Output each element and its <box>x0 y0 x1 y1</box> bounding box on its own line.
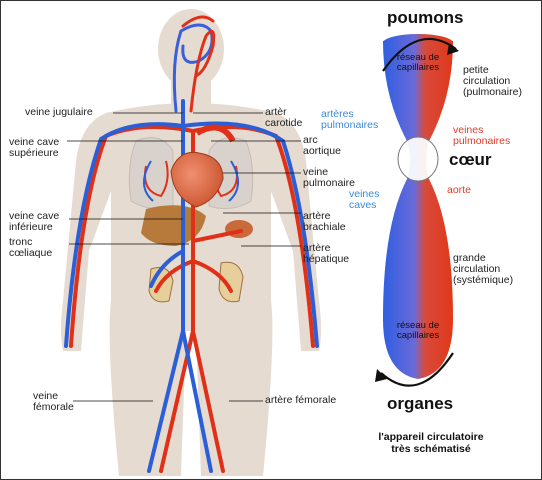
head-vessels <box>172 15 216 113</box>
label-aorte: aorte <box>447 184 471 196</box>
label-veine-cave-inferieure: veine cave inférieure <box>9 210 60 233</box>
label-grande-circulation: grande circulation (systémique) <box>453 252 514 286</box>
label-veine-femorale: veine fémorale <box>33 390 74 413</box>
heart <box>170 124 236 208</box>
label-veines-caves: veines caves <box>349 188 380 211</box>
label-artere-femorale: artère fémorale <box>265 394 337 406</box>
abdominal-organs <box>141 205 253 303</box>
label-veine-jugulaire: veine jugulaire <box>25 106 93 118</box>
leader-lines <box>67 112 301 402</box>
label-organes: organes <box>387 394 454 413</box>
label-arteres-pulmonaires: artères pulmonaires <box>321 108 379 131</box>
caption: l'appareil circulatoire très schématisé <box>378 431 484 455</box>
label-petite-circulation: petite circulation (pulmonaire) <box>463 64 522 98</box>
label-reseau-capillaires-bas: réseau de capillaires <box>396 320 440 341</box>
label-veines-pulmonaires: veines pulmonaires <box>453 124 511 147</box>
label-artere-hepatique: artère hépatique <box>303 242 350 265</box>
label-reseau-capillaires-haut: réseau de capillaires <box>396 52 440 73</box>
circulation-schematic <box>375 34 459 387</box>
label-coeur: cœur <box>449 150 492 169</box>
label-veine-cave-superieure: veine cave supérieure <box>9 136 60 159</box>
label-veine-pulmonaire: veine pulmonaire <box>303 166 355 189</box>
arteries <box>69 125 315 473</box>
label-artere-brachiale: artère brachiale <box>303 210 346 233</box>
label-tronc-coeliaque: tronc cœliaque <box>9 236 53 259</box>
label-artere-carotide: artèr carotide <box>265 106 303 129</box>
label-arc-aortique: arc aortique <box>303 134 341 157</box>
label-poumons: poumons <box>387 8 464 27</box>
